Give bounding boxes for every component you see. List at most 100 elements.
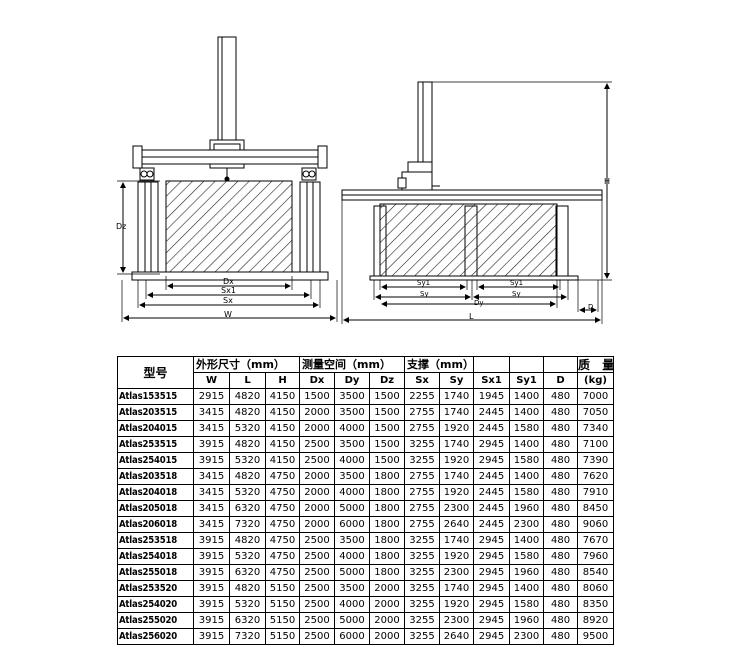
value-cell: 5320: [229, 420, 266, 437]
value-cell: 2755: [404, 468, 441, 485]
value-cell: 4150: [264, 404, 301, 421]
value-cell: 7050: [577, 404, 615, 421]
value-cell: 2000: [369, 596, 406, 613]
blank-header-cell: [473, 356, 511, 373]
value-cell: 3255: [404, 452, 441, 469]
value-cell: 1580: [509, 420, 545, 437]
value-cell: 1500: [369, 388, 406, 405]
value-cell: 1400: [509, 404, 545, 421]
machine-drawings: Dz Dx Sx1 Sx W: [116, 36, 612, 324]
value-cell: 4750: [264, 548, 301, 565]
model-cell: Atlas203515: [117, 404, 194, 421]
value-cell: 2300: [439, 564, 475, 581]
value-cell: 4150: [264, 452, 301, 469]
value-cell: 4750: [264, 500, 301, 517]
model-cell: Atlas254015: [117, 452, 194, 469]
mass-header: 质 量: [577, 356, 615, 373]
value-cell: 7000: [577, 388, 615, 405]
value-cell: 2500: [299, 564, 336, 581]
value-cell: 1800: [369, 484, 406, 501]
value-cell: 1740: [439, 404, 475, 421]
value-cell: 2945: [473, 548, 511, 565]
value-cell: 2755: [404, 484, 441, 501]
model-cell: Atlas255018: [117, 564, 194, 581]
value-cell: 480: [543, 420, 579, 437]
value-cell: 2500: [299, 612, 336, 629]
value-cell: 1740: [439, 468, 475, 485]
spec-table: 型号 外形尺寸（mm） 测量空间（mm） 支撑（mm） 质 量 WLHDxDyD…: [117, 356, 615, 645]
model-cell: Atlas255020: [117, 612, 194, 629]
sy1-left-label: Sy1: [417, 279, 430, 287]
value-cell: 3915: [193, 452, 230, 469]
value-cell: 480: [543, 516, 579, 533]
value-cell: 1920: [439, 484, 475, 501]
value-cell: 1960: [509, 500, 545, 517]
value-cell: 5000: [334, 564, 371, 581]
value-cell: 3415: [193, 516, 230, 533]
value-cell: 1800: [369, 468, 406, 485]
model-cell: Atlas253518: [117, 532, 194, 549]
column-header: Sy: [439, 372, 475, 389]
value-cell: 2000: [299, 404, 336, 421]
value-cell: 1740: [439, 436, 475, 453]
blank-header-cell: [509, 356, 545, 373]
value-cell: 3255: [404, 532, 441, 549]
dy-label: Dy: [474, 299, 484, 307]
value-cell: 1740: [439, 532, 475, 549]
dz-label: Dz: [116, 222, 126, 231]
dx-label: Dx: [223, 277, 234, 286]
sx-label: Sx: [223, 296, 233, 305]
support-header: 支撑（mm）: [404, 356, 475, 373]
value-cell: 7320: [229, 516, 266, 533]
value-cell: 9060: [577, 516, 615, 533]
measuring-header: 测量空间（mm）: [299, 356, 406, 373]
value-cell: 2000: [369, 580, 406, 597]
value-cell: 4820: [229, 468, 266, 485]
value-cell: 5320: [229, 452, 266, 469]
value-cell: 5150: [264, 596, 301, 613]
model-cell: Atlas205018: [117, 500, 194, 517]
value-cell: 3915: [193, 548, 230, 565]
column-header: Dx: [299, 372, 336, 389]
value-cell: 7320: [229, 628, 266, 645]
value-cell: 7620: [577, 468, 615, 485]
value-cell: 1400: [509, 388, 545, 405]
value-cell: 2445: [473, 516, 511, 533]
value-cell: 2445: [473, 500, 511, 517]
value-cell: 1500: [369, 404, 406, 421]
value-cell: 1920: [439, 452, 475, 469]
dimensions-header: 外形尺寸（mm）: [192, 356, 301, 373]
value-cell: 8450: [577, 500, 615, 517]
model-cell: Atlas203518: [117, 468, 194, 485]
value-cell: 3255: [404, 628, 441, 645]
value-cell: 5320: [229, 484, 266, 501]
value-cell: 2640: [439, 628, 475, 645]
value-cell: 3915: [193, 612, 230, 629]
value-cell: 2500: [299, 580, 336, 597]
value-cell: 2945: [473, 564, 511, 581]
value-cell: 2945: [473, 596, 511, 613]
value-cell: 4820: [229, 580, 266, 597]
value-cell: 3915: [193, 564, 230, 581]
value-cell: 4000: [334, 420, 371, 437]
column-header: W: [193, 372, 230, 389]
value-cell: 2915: [193, 388, 230, 405]
value-cell: 4750: [264, 564, 301, 581]
value-cell: 8540: [577, 564, 615, 581]
value-cell: 2000: [369, 612, 406, 629]
value-cell: 1920: [439, 548, 475, 565]
value-cell: 3255: [404, 548, 441, 565]
value-cell: 2755: [404, 404, 441, 421]
value-cell: 4000: [334, 596, 371, 613]
value-cell: 480: [543, 404, 579, 421]
value-cell: 7390: [577, 452, 615, 469]
value-cell: 9500: [577, 628, 615, 645]
